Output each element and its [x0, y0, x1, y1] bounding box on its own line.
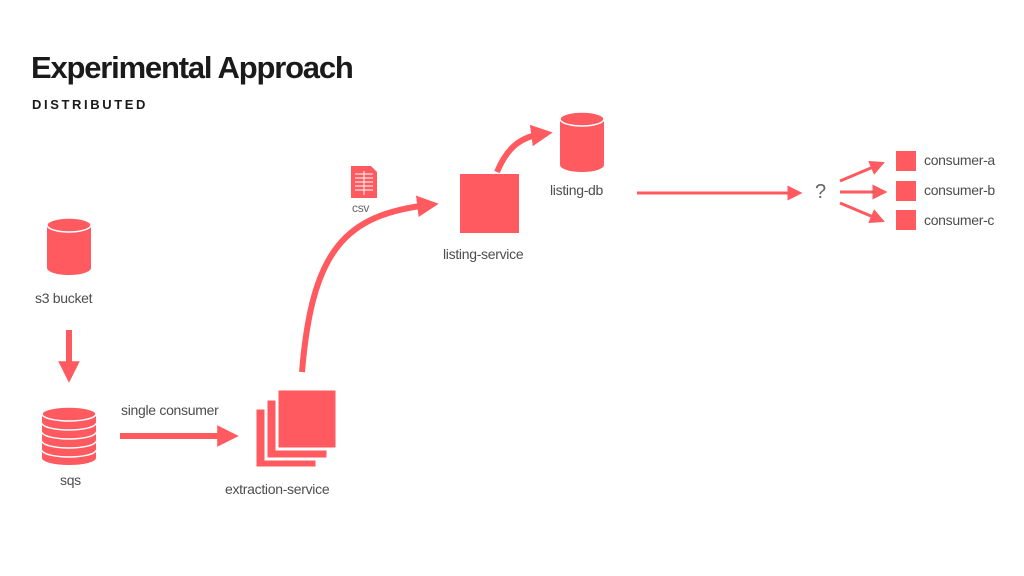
listing-db-label: listing-db	[550, 182, 604, 198]
slide-title: Experimental Approach	[31, 50, 354, 85]
extraction-service-label: extraction-service	[225, 481, 330, 497]
extraction-to-listing-arrow	[299, 195, 439, 373]
question-mark-label: ?	[815, 181, 826, 203]
listing-to-db-arrow	[494, 124, 553, 174]
csv-file-icon	[351, 166, 377, 198]
consumer-c-icon	[896, 210, 916, 230]
fanout-arrow-a	[839, 160, 885, 183]
listing-service-label: listing-service	[443, 246, 524, 262]
sqs-queue-icon	[41, 406, 97, 465]
consumer-b-label: consumer-b	[924, 182, 995, 198]
slide-subtitle: DISTRIBUTED	[32, 97, 148, 112]
csv-label: csv	[352, 201, 370, 215]
s3-bucket-label: s3 bucket	[35, 290, 93, 306]
single-consumer-label: single consumer	[121, 402, 219, 418]
consumer-c-label: consumer-c	[924, 212, 995, 228]
fanout-arrow-c	[839, 201, 885, 224]
sqs-label: sqs	[60, 472, 81, 488]
extraction-service-icon	[253, 387, 339, 470]
listing-db-icon	[559, 111, 605, 172]
consumer-a-icon	[896, 151, 916, 171]
consumer-b-icon	[896, 181, 916, 201]
listing-service-icon	[460, 174, 519, 233]
s3-bucket-icon	[46, 217, 92, 275]
consumer-a-label: consumer-a	[924, 152, 995, 168]
